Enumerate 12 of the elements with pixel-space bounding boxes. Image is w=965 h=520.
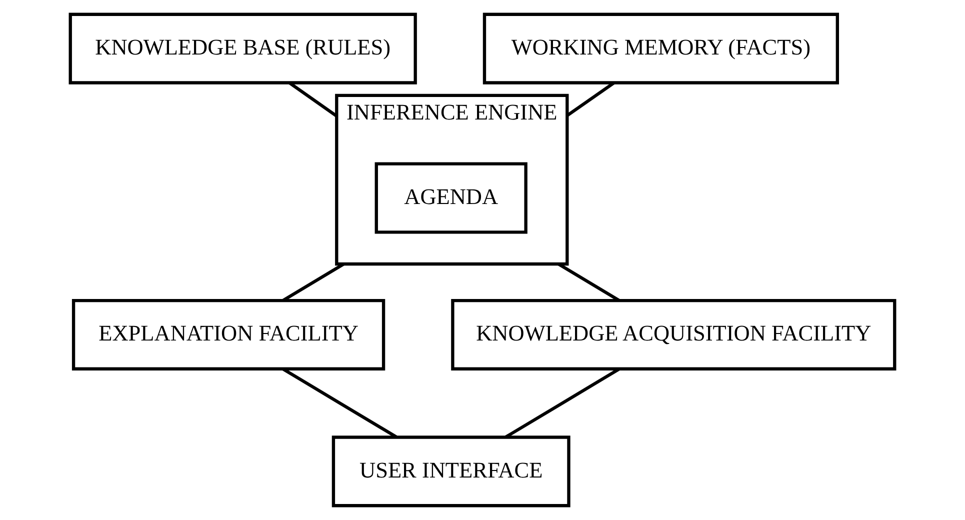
- node-box: USER INTERFACE: [332, 436, 570, 508]
- connector: [282, 368, 398, 438]
- connector: [566, 82, 615, 117]
- connector: [504, 368, 620, 438]
- connector: [288, 82, 338, 118]
- node-box: WORKING MEMORY (FACTS): [482, 12, 839, 84]
- connector: [558, 262, 620, 302]
- node-box: KNOWLEDGE BASE (RULES): [68, 12, 417, 84]
- connector: [282, 262, 345, 302]
- node-box: KNOWLEDGE ACQUISITION FACILITY: [451, 298, 896, 370]
- node-box: AGENDA: [374, 162, 528, 234]
- node-box: EXPLANATION FACILITY: [72, 298, 386, 370]
